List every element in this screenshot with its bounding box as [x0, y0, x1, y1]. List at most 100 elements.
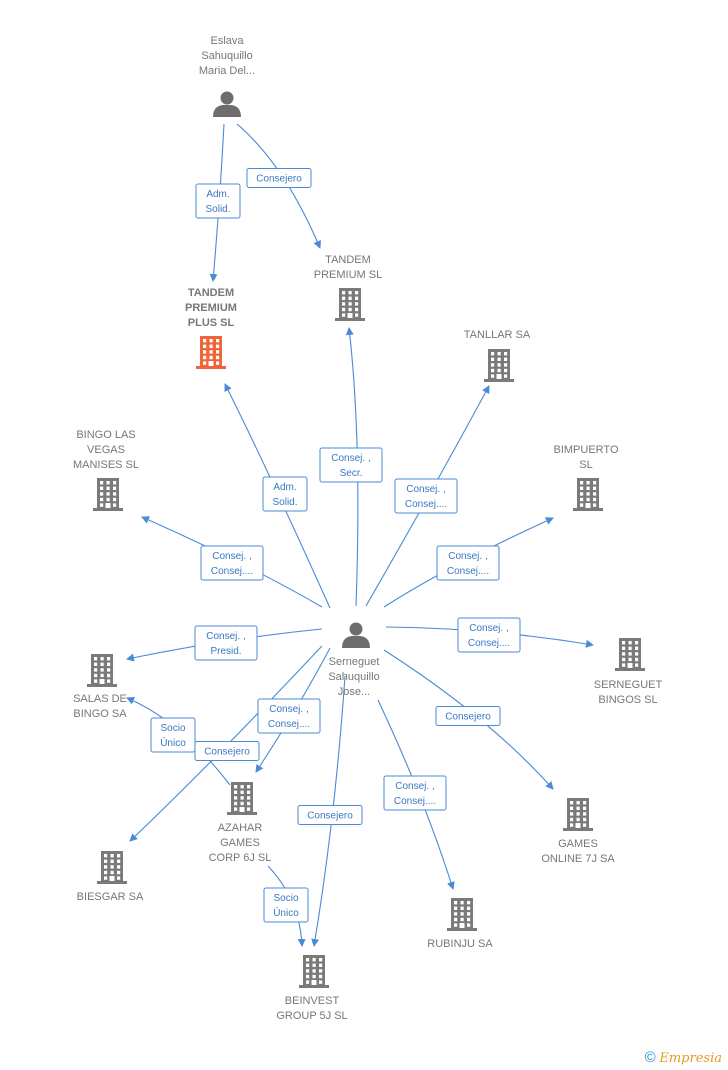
- person-icon: [213, 91, 241, 117]
- edge-label-text: Socio: [273, 893, 298, 904]
- node-label: Sahuquillo: [201, 50, 252, 62]
- edge-label-text: Consej....: [405, 499, 447, 510]
- edge-label-text: Consejero: [307, 811, 353, 822]
- node-serneguet_bingos[interactable]: SERNEGUET BINGOS SL: [594, 638, 663, 706]
- edge-label-text: Consej. ,: [331, 453, 370, 464]
- edge-label-serneguet-to-bingo_vegas[interactable]: Consej. , Consej....: [200, 545, 264, 581]
- edge-label-text: Solid.: [205, 204, 230, 215]
- building-icon: [196, 336, 226, 369]
- node-label: PREMIUM SL: [314, 269, 382, 281]
- edge-label-serneguet-to-tandem_plus[interactable]: Adm. Solid.: [262, 476, 308, 512]
- edge-label-text: Consej. ,: [469, 623, 508, 634]
- edge-label-serneguet-to-biesgar[interactable]: Consejero: [194, 741, 260, 761]
- node-label: BIESGAR SA: [77, 891, 144, 903]
- edge-label-serneguet-to-games_online[interactable]: Consejero: [435, 706, 501, 726]
- edge-label-text: Adm.: [206, 189, 229, 200]
- edge-label-text: Consej....: [211, 566, 253, 577]
- edge-label-text: Único: [273, 906, 299, 919]
- node-label: MANISES SL: [73, 459, 139, 471]
- edge-label-serneguet-to-beinvest[interactable]: Consejero: [297, 805, 363, 825]
- node-label: GROUP 5J SL: [276, 1010, 347, 1022]
- node-label: BEINVEST: [285, 995, 340, 1007]
- edge-label-text: Adm.: [273, 482, 296, 493]
- node-label: GAMES: [220, 837, 260, 849]
- node-biesgar[interactable]: BIESGAR SA: [77, 851, 144, 903]
- node-label: PREMIUM: [185, 302, 237, 314]
- node-label: Eslava: [210, 35, 244, 47]
- footer-brand[interactable]: © Empresia: [645, 1049, 722, 1066]
- node-beinvest[interactable]: BEINVEST GROUP 5J SL: [276, 955, 348, 1022]
- node-label: Serneguet: [329, 656, 380, 668]
- node-label: AZAHAR: [218, 822, 263, 834]
- brand-logo: Empresia: [659, 1051, 722, 1066]
- building-icon: [93, 478, 123, 511]
- node-bingo_vegas[interactable]: BINGO LAS VEGAS MANISES SL: [73, 429, 139, 511]
- edge-label-text: Consej. ,: [395, 781, 434, 792]
- building-icon: [87, 654, 117, 687]
- node-rubinju[interactable]: RUBINJU SA: [427, 898, 493, 950]
- edge-label-text: Consej....: [268, 719, 310, 730]
- edge-label-text: Consej....: [468, 638, 510, 649]
- building-icon: [97, 851, 127, 884]
- node-label: TANDEM: [325, 254, 371, 266]
- edge-label-serneguet-to-tandem_premium[interactable]: Consej. , Secr.: [319, 447, 383, 483]
- node-label: Sahuquillo: [328, 671, 379, 683]
- edge-label-text: Consej. ,: [206, 631, 245, 642]
- edge-label-eslava-to-tandem_premium[interactable]: Consejero: [246, 168, 312, 188]
- node-label: Maria Del...: [199, 65, 255, 77]
- edge-label-text: Consejero: [204, 747, 250, 758]
- node-label: PLUS SL: [188, 317, 235, 329]
- node-label: SERNEGUET: [594, 679, 663, 691]
- node-games_online[interactable]: GAMES ONLINE 7J SA: [541, 798, 615, 865]
- node-tandem_premium[interactable]: TANDEM PREMIUM SL: [314, 254, 382, 321]
- node-bimpuerto[interactable]: BIMPUERTO SL: [554, 444, 619, 511]
- node-label: ONLINE 7J SA: [541, 853, 615, 865]
- node-tandem_plus[interactable]: TANDEM PREMIUM PLUS SL: [185, 287, 237, 369]
- edge-label-text: Consej. ,: [448, 551, 487, 562]
- node-label: BINGOS SL: [598, 694, 657, 706]
- node-label: RUBINJU SA: [427, 938, 493, 950]
- edge-label-eslava-to-tandem_plus[interactable]: Adm. Solid.: [195, 183, 241, 219]
- building-icon: [573, 478, 603, 511]
- building-icon: [484, 349, 514, 382]
- node-label: GAMES: [558, 838, 598, 850]
- building-icon: [615, 638, 645, 671]
- building-icon: [563, 798, 593, 831]
- node-label: Jose...: [338, 686, 370, 698]
- edge-label-serneguet-to-tanllar[interactable]: Consej. , Consej....: [394, 478, 458, 514]
- edge-label-text: Consejero: [256, 174, 302, 185]
- edge-label-serneguet-to-serneguet_bingos[interactable]: Consej. , Consej....: [457, 617, 521, 653]
- copyright-icon: ©: [644, 1049, 656, 1066]
- edge-label-serneguet-to-azahar[interactable]: Consej. , Consej....: [257, 698, 321, 734]
- node-label: TANDEM: [188, 287, 234, 299]
- node-label: TANLLAR SA: [464, 329, 531, 341]
- node-label: VEGAS: [87, 444, 125, 456]
- edge-label-text: Consej....: [447, 566, 489, 577]
- edge-label-text: Consej. ,: [212, 551, 251, 562]
- node-label: BINGO LAS: [76, 429, 135, 441]
- edge-label-serneguet-to-rubinju[interactable]: Consej. ,Consej....: [383, 775, 447, 811]
- node-serneguet[interactable]: SerneguetSahuquilloJose...: [328, 622, 380, 699]
- edge-label-serneguet-to-bimpuerto[interactable]: Consej. , Consej....: [436, 545, 500, 581]
- edge-label-text: Solid.: [272, 497, 297, 508]
- node-label: SALAS DE: [73, 693, 127, 705]
- building-icon: [299, 955, 329, 988]
- edge-label-text: Consej. ,: [269, 704, 308, 715]
- building-icon: [227, 782, 257, 815]
- edge-label-text: Secr.: [340, 468, 363, 479]
- edge-label-text: Consej. ,: [406, 484, 445, 495]
- person-icon: [342, 622, 370, 648]
- edge-label-text: Consejero: [445, 712, 491, 723]
- node-label: SL: [579, 459, 592, 471]
- node-tanllar[interactable]: TANLLAR SA: [464, 329, 531, 382]
- edge-label-serneguet-to-salas_bingo[interactable]: Consej. ,Presid.: [194, 625, 258, 661]
- node-label: BIMPUERTO: [554, 444, 619, 456]
